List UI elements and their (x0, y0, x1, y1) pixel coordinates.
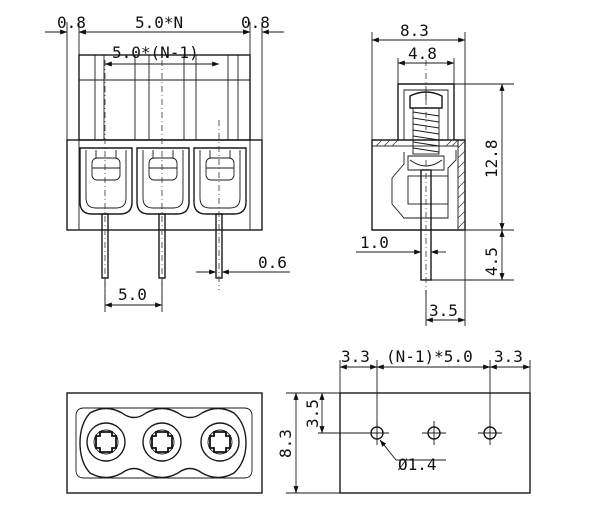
dim-pcb-depth: 8.3 (276, 429, 295, 458)
screw-top-1 (86, 422, 126, 462)
side-body (371, 139, 466, 231)
dim-side-height: 12.8 (482, 139, 501, 178)
front-pocket-2 (136, 147, 190, 215)
dim-side-inner-width: 4.8 (408, 44, 437, 63)
dim-front-pin-width: 0.6 (258, 253, 287, 272)
dim-pcb-hole-dia: Ø1.4 (398, 455, 437, 474)
dim-side-width: 8.3 (400, 21, 429, 40)
screw-top-2 (142, 422, 182, 462)
front-pocket-1 (79, 147, 133, 215)
dim-front-edge-left: 0.8 (57, 13, 86, 32)
top-body (66, 392, 263, 494)
pcb-layout: 3.3 (N-1)*5.0 3.3 3.5 8.3 Ø1.4 (276, 347, 531, 494)
dim-side-pin-thickness: 1.0 (360, 233, 389, 252)
dim-side-pin-offset: 3.5 (429, 301, 458, 320)
pcb-outline (339, 392, 531, 494)
front-pocket-3 (193, 147, 247, 215)
dim-pcb-span: (N-1)*5.0 (386, 347, 473, 366)
front-view: 0.8 5.0*N 0.8 5.0*(N-1) 5.0 0.6 (45, 13, 290, 312)
pcb-holes (365, 421, 502, 445)
screw-top-3 (200, 422, 240, 462)
dim-front-inner: 5.0*(N-1) (112, 43, 199, 62)
side-view: 8.3 4.8 12.8 4.5 1.0 3.5 (356, 21, 514, 326)
dim-pcb-edge-right: 3.3 (494, 347, 523, 366)
screw-head (409, 91, 443, 109)
dim-pcb-row-offset: 3.5 (303, 399, 322, 428)
dim-pcb-edge-left: 3.3 (341, 347, 370, 366)
dim-side-pin-length: 4.5 (482, 247, 501, 276)
dim-front-edge-right: 0.8 (241, 13, 270, 32)
top-view (66, 392, 263, 494)
dim-front-pitch: 5.0 (118, 285, 147, 304)
dim-front-total: 5.0*N (135, 13, 183, 32)
